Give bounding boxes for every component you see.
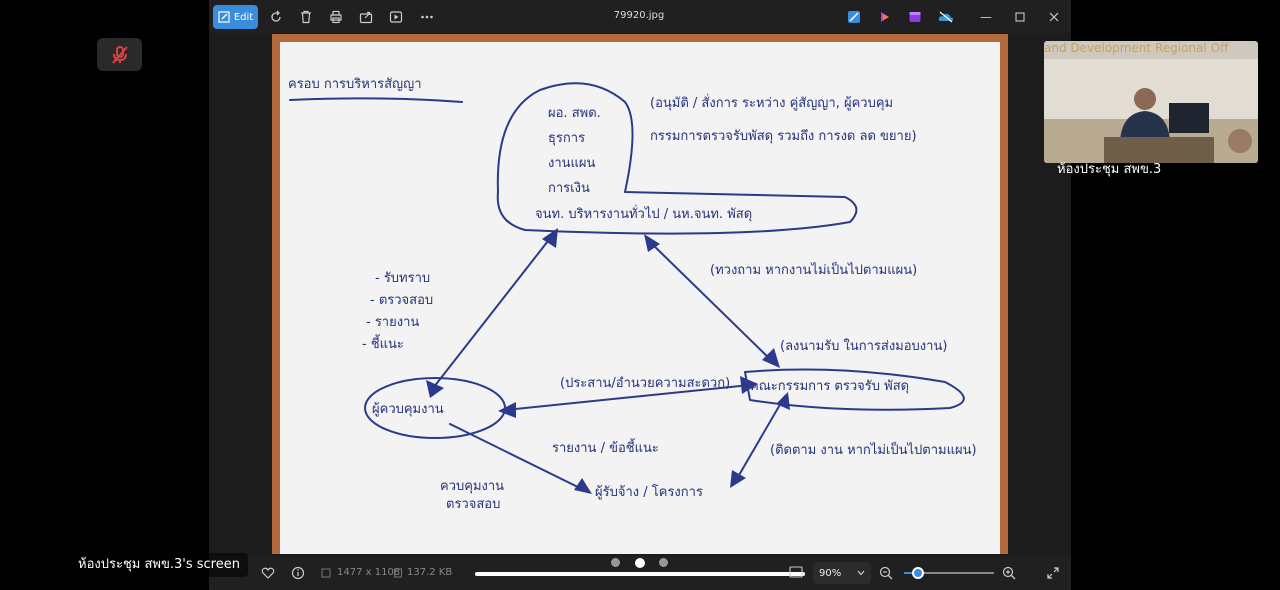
whiteboard-paper: ครอบ การบริหารสัญญา ผอ. สพด. ธุรการ งานแ… <box>280 42 1000 554</box>
screen-share-label: ห้องประชุม สพข.3's screen <box>70 553 248 577</box>
edit-icon <box>218 11 230 23</box>
file-size-icon <box>394 568 402 578</box>
delete-icon[interactable] <box>297 8 315 26</box>
arrowhead <box>730 470 746 488</box>
bottom-toolbar: 1477 x 1108 137.2 KB 90% <box>209 556 1071 590</box>
committee-outline <box>744 368 965 411</box>
filmstrip-scrollbar[interactable] <box>475 572 805 576</box>
share-icon[interactable] <box>357 8 375 26</box>
arrow-supervisor-top <box>429 231 556 393</box>
zoom-slider-thumb[interactable] <box>911 567 924 579</box>
image-dimensions: 1477 x 1108 <box>337 567 401 578</box>
minimize-icon: — <box>980 10 992 24</box>
board-title: ครอบ การบริหารสัญญา <box>288 77 422 92</box>
onedrive-icon[interactable] <box>937 8 955 26</box>
arrowhead <box>574 478 592 494</box>
edit-label: Edit <box>233 11 254 23</box>
favorite-icon[interactable] <box>259 564 277 582</box>
supervisor-label: ผู้ควบคุมงาน <box>372 402 444 417</box>
info-icon[interactable] <box>289 564 307 582</box>
bottom-left-note: ตรวจสอบ <box>446 497 500 512</box>
filmstrip-pager[interactable] <box>611 558 671 570</box>
zoom-out-icon[interactable] <box>877 564 895 582</box>
arrowhead <box>740 376 758 394</box>
top-group-outline <box>496 82 858 235</box>
arrowhead <box>776 392 790 410</box>
top-note: กรรมการตรวจรับพัสดุ รวมถึง การงด ลด ขยาย… <box>650 129 917 144</box>
photos-window: Edit 79920.jpg <box>209 0 1071 590</box>
mic-muted-icon <box>111 45 128 64</box>
pager-dot[interactable] <box>611 558 620 567</box>
print-icon[interactable] <box>327 8 345 26</box>
maximize-icon <box>1015 12 1025 22</box>
top-list-item: จนท. บริหารงานทั่วไป / นห.จนท. พัสดุ <box>535 205 752 222</box>
top-note: (อนุมัติ / สั่งการ ระหว่าง คู่สัญญา, ผู้… <box>650 94 893 111</box>
contractor-note: (ติดตาม งาน หากไม่เป็นไปตามแผน) <box>770 440 977 458</box>
top-list-item: การเงิน <box>548 181 590 196</box>
committee-note: (ลงนามรับ ในการส่งมอบงาน) <box>780 338 947 354</box>
left-note-item: - รายงาน <box>366 315 419 330</box>
participant-video-tile[interactable]: and Development Regional Off <box>1044 41 1258 163</box>
mute-button[interactable] <box>97 38 142 71</box>
top-list-item: งานแผน <box>548 156 596 171</box>
arrowhead <box>498 402 516 418</box>
arrow-supervisor-committee <box>504 384 751 411</box>
zoom-slider[interactable] <box>904 567 994 579</box>
fullscreen-icon[interactable] <box>1044 564 1062 582</box>
zoom-select[interactable]: 90% <box>813 562 871 584</box>
committee-label: คณะกรรมการ ตรวจรับ พัสดุ <box>750 379 909 394</box>
minimize-button[interactable]: — <box>977 8 995 26</box>
right-note: (ทวงถาม หากงานไม่เป็นไปตามแผน) <box>710 260 917 278</box>
rotate-icon[interactable] <box>267 8 285 26</box>
edit-button[interactable]: Edit <box>213 5 258 29</box>
file-title: 79920.jpg <box>613 10 665 21</box>
close-button[interactable] <box>1045 8 1063 26</box>
chevron-down-icon <box>857 570 865 576</box>
top-list-item: ธุรการ <box>548 131 585 146</box>
camera-scene <box>1044 59 1258 163</box>
close-icon <box>1049 12 1059 22</box>
bottom-left-note: ควบคุมงาน <box>440 479 504 494</box>
fit-icon[interactable] <box>789 566 803 578</box>
arrow-top-committee <box>649 241 776 365</box>
zoom-in-icon[interactable] <box>1000 564 1018 582</box>
slideshow-icon[interactable] <box>387 8 405 26</box>
pager-dot[interactable] <box>659 558 668 567</box>
left-note-item: - ตรวจสอบ <box>370 293 433 308</box>
room-banner-text: and Development Regional Off <box>1044 41 1229 55</box>
title-bar: Edit 79920.jpg <box>209 0 1071 33</box>
title-underline <box>289 97 463 103</box>
arrowhead <box>426 380 444 398</box>
more-options-icon[interactable] <box>418 8 436 26</box>
zoom-slider-fill <box>904 572 918 574</box>
left-note-item: - รับทราบ <box>375 271 430 286</box>
arrow-supervisor-contractor <box>449 423 589 493</box>
zoom-value: 90% <box>819 567 842 579</box>
arrow-contractor-committee <box>734 395 786 483</box>
participant-name: ห้องประชุม สพข.3 <box>1057 162 1162 177</box>
file-size: 137.2 KB <box>407 567 453 578</box>
maximize-button[interactable] <box>1011 8 1029 26</box>
whiteboard-drawing: ครอบ การบริหารสัญญา ผอ. สพด. ธุรการ งานแ… <box>288 77 977 512</box>
photo-view[interactable]: ครอบ การบริหารสัญญา ผอ. สพด. ธุรการ งานแ… <box>272 34 1008 554</box>
report-note: รายงาน / ข้อชี้แนะ <box>552 438 659 456</box>
arrowhead <box>644 234 660 252</box>
arrowhead <box>762 348 780 368</box>
left-note-item: - ชี้แนะ <box>362 334 404 352</box>
video-editor-icon[interactable] <box>906 8 924 26</box>
pager-dot-active[interactable] <box>635 558 645 568</box>
contractor-label: ผู้รับจ้าง / โครงการ <box>595 484 703 500</box>
top-list-item: ผอ. สพด. <box>548 106 601 121</box>
image-edit-app-icon[interactable] <box>845 8 863 26</box>
arrowhead <box>542 228 558 248</box>
middle-note: (ประสาน/อำนวยความสะดวก) <box>560 376 730 391</box>
dimensions-icon <box>321 568 331 578</box>
clipchamp-icon[interactable] <box>876 8 894 26</box>
